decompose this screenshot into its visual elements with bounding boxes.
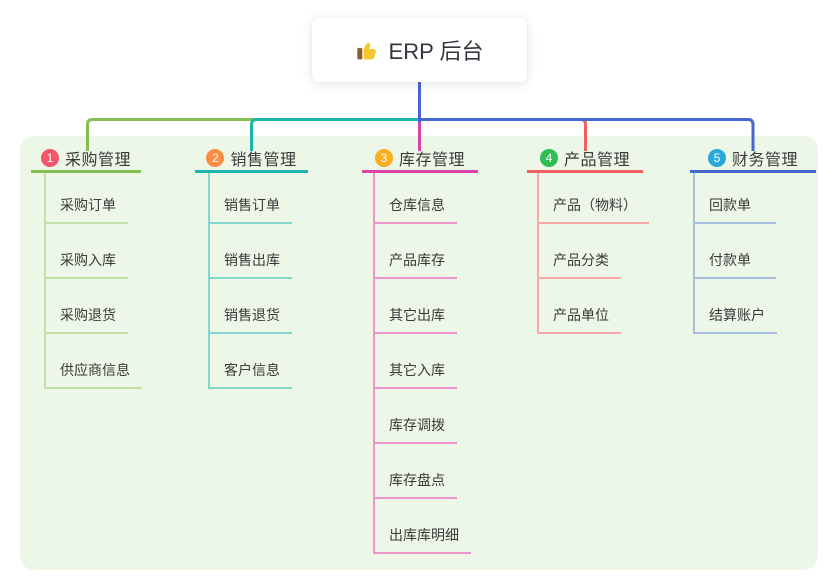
branch-label: 财务管理 (731, 151, 798, 169)
child-label: 其它入库 (389, 362, 445, 378)
branch-2: 2 销售管理 销售订单销售出库销售退货客户信息 (195, 148, 308, 389)
child-node[interactable]: 供应商信息 (46, 334, 142, 389)
branch-header[interactable]: 5 财务管理 (690, 148, 816, 173)
child-node[interactable]: 库存盘点 (375, 444, 457, 499)
child-label: 销售订单 (224, 197, 280, 213)
child-node[interactable]: 付款单 (695, 224, 776, 279)
child-node[interactable]: 出库库明细 (375, 499, 471, 554)
child-label: 付款单 (709, 252, 751, 268)
child-label: 采购入库 (60, 252, 116, 268)
branch-1: 1 采购管理 采购订单采购入库采购退货供应商信息 (31, 148, 142, 389)
branch-label: 库存管理 (398, 151, 465, 169)
branch-children: 销售订单销售出库销售退货客户信息 (208, 173, 308, 389)
branch-header[interactable]: 3 库存管理 (362, 148, 478, 173)
child-label: 客户信息 (224, 362, 280, 378)
child-label: 产品单位 (553, 307, 609, 323)
child-node[interactable]: 客户信息 (210, 334, 292, 389)
root-label: ERP 后台 (388, 39, 484, 64)
branch-label: 产品管理 (563, 151, 630, 169)
branch-number-badge: 4 (539, 148, 558, 167)
child-label: 库存盘点 (389, 472, 445, 488)
branch-4: 4 产品管理 产品（物料） 产品分类产品单位 (527, 148, 649, 334)
root-node[interactable]: ERP 后台 (312, 18, 527, 82)
child-label: 库存调拨 (389, 417, 445, 433)
child-label: 销售退货 (224, 307, 280, 323)
child-node[interactable]: 销售退货 (210, 279, 292, 334)
child-node[interactable]: 其它入库 (375, 334, 457, 389)
child-label: 出库库明细 (389, 527, 459, 543)
branch-number-badge: 3 (374, 148, 393, 167)
branch-children: 产品（物料） 产品分类产品单位 (537, 173, 649, 334)
child-node[interactable]: 产品分类 (539, 224, 621, 279)
child-node[interactable]: 销售出库 (210, 224, 292, 279)
branch-label: 采购管理 (64, 151, 131, 169)
child-label: 回款单 (709, 197, 751, 213)
branch-children: 仓库信息产品库存其它出库其它入库库存调拨库存盘点出库库明细 (373, 173, 478, 554)
child-node[interactable]: 产品库存 (375, 224, 457, 279)
child-label: 供应商信息 (60, 362, 130, 378)
child-node[interactable]: 结算账户 (695, 279, 777, 334)
branch-header[interactable]: 2 销售管理 (195, 148, 308, 173)
branch-header[interactable]: 1 采购管理 (31, 148, 141, 173)
child-label: 产品（物料） (553, 197, 637, 213)
child-label: 采购退货 (60, 307, 116, 323)
child-label: 销售出库 (224, 252, 280, 268)
child-node[interactable]: 采购入库 (46, 224, 128, 279)
branch-number-badge: 2 (206, 148, 225, 167)
child-node[interactable]: 销售订单 (210, 173, 292, 224)
child-node[interactable]: 产品单位 (539, 279, 621, 334)
child-node[interactable]: 回款单 (695, 173, 776, 224)
child-node[interactable]: 其它出库 (375, 279, 457, 334)
child-node[interactable]: 采购订单 (46, 173, 128, 224)
child-label: 产品分类 (553, 252, 609, 268)
branch-label: 销售管理 (230, 151, 297, 169)
child-node[interactable]: 采购退货 (46, 279, 128, 334)
branch-number-badge: 1 (40, 148, 59, 167)
child-node[interactable]: 仓库信息 (375, 173, 457, 224)
child-node[interactable]: 产品（物料） (539, 173, 649, 224)
child-node[interactable]: 库存调拨 (375, 389, 457, 444)
child-label: 仓库信息 (389, 197, 445, 213)
thumbs-up-icon (356, 38, 380, 62)
branch-3: 3 库存管理 仓库信息产品库存其它出库其它入库库存调拨库存盘点出库库明细 (362, 148, 478, 554)
child-label: 其它出库 (389, 307, 445, 323)
branch-children: 回款单付款单结算账户 (693, 173, 816, 334)
branch-5: 5 财务管理 回款单付款单结算账户 (690, 148, 816, 334)
branch-number-badge: 5 (707, 148, 726, 167)
child-label: 产品库存 (389, 252, 445, 268)
child-label: 结算账户 (709, 307, 765, 323)
child-label: 采购订单 (60, 197, 116, 213)
branch-header[interactable]: 4 产品管理 (527, 148, 643, 173)
branch-children: 采购订单采购入库采购退货供应商信息 (44, 173, 142, 389)
